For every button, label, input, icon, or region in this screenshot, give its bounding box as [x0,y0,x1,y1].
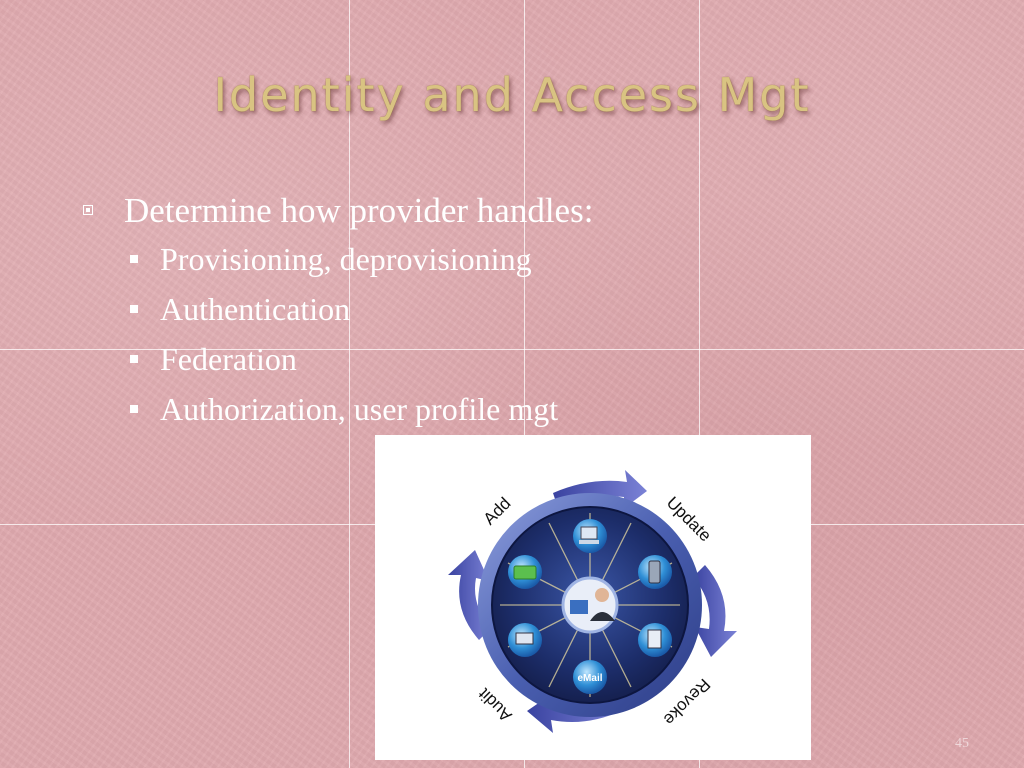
stage-label-add: Add [480,494,515,529]
cycle-arrow-right [693,565,737,657]
document-icon [638,623,672,657]
bullet-list: Determine how provider handles: Provisio… [80,188,593,434]
desktop-computer-icon [573,519,607,553]
email-icon [573,660,607,694]
grid-line [349,0,350,768]
grid-line [699,0,700,768]
lifecycle-wheel: eMail Add Update Revoke Audit [448,470,737,733]
sub-bullet-text: Authentication [160,291,351,327]
stage-label-audit: Audit [474,684,515,725]
grid-line [524,0,525,768]
identity-lifecycle-diagram: eMail Add Update Revoke Audit [375,435,811,760]
square-bullet-icon [130,255,138,263]
page-number: 45 [955,736,969,751]
sub-bullet: Authorization, user profile mgt [80,384,593,434]
bullet-main: Determine how provider handles: [80,188,593,234]
mobile-phone-icon [638,555,672,589]
bullet-marker-icon [83,205,93,215]
email-label: eMail [577,673,602,684]
laptop-icon [508,623,542,657]
bullet-main-text: Determine how provider handles: [124,191,594,230]
sub-bullet-text: Federation [160,341,297,377]
sub-bullet: Federation [80,334,593,384]
user-at-computer-icon [561,576,619,634]
sub-bullet: Provisioning, deprovisioning [80,234,593,284]
square-bullet-icon [130,405,138,413]
sub-bullet-text: Provisioning, deprovisioning [160,241,532,277]
square-bullet-icon [130,305,138,313]
credit-card-icon [508,555,542,589]
sub-bullet-text: Authorization, user profile mgt [160,391,559,427]
square-bullet-icon [130,355,138,363]
slide-title: Identity and Access Mgt [213,68,811,122]
grid-line [0,349,1024,350]
sub-bullet: Authentication [80,284,593,334]
